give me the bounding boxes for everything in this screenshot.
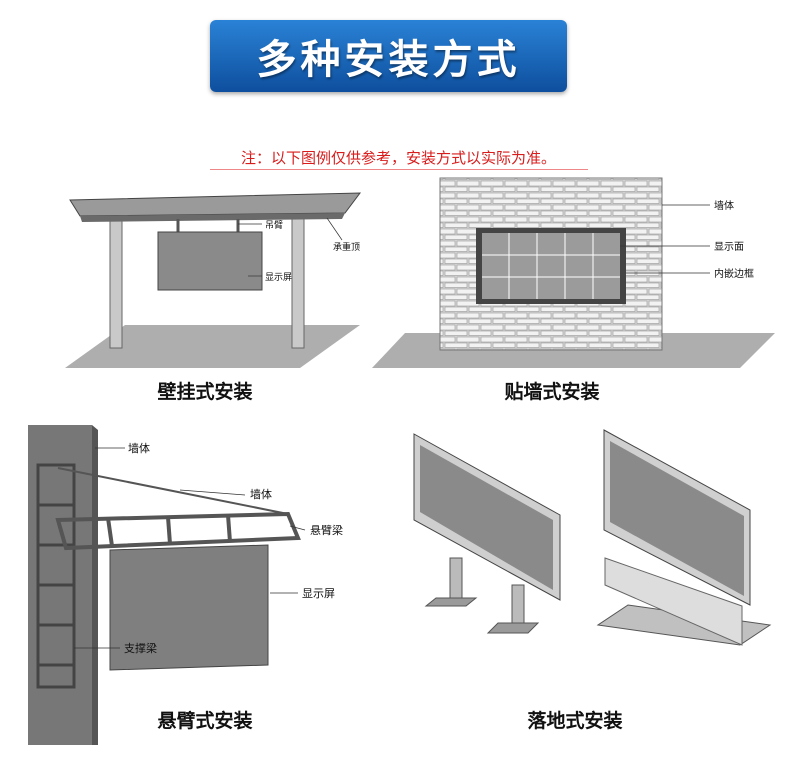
screen-right xyxy=(610,441,744,596)
caption-floor-stand: 落地式安装 xyxy=(527,710,623,732)
caption-wall-mount: 壁挂式安装 xyxy=(157,381,253,403)
ground-plane xyxy=(65,325,360,368)
label-screen: 显示屏 xyxy=(302,587,335,600)
flush-wall-illustration: 墙体 显示面 内嵌边框 xyxy=(372,177,775,368)
label-support: 支撑梁 xyxy=(124,641,157,655)
title-banner: 多种安装方式 xyxy=(210,20,567,92)
label-wall: 墙体 xyxy=(714,199,734,212)
screen-grid xyxy=(482,233,620,299)
label-roof: 承重顶 xyxy=(333,241,360,253)
label-screen: 显示屏 xyxy=(265,272,292,283)
label-cantilever: 悬臂梁 xyxy=(310,523,343,537)
label-wall-2: 墙体 xyxy=(250,487,272,501)
cantilever-illustration: 墙体 墙体 悬臂梁 显示屏 支撑梁 xyxy=(28,425,343,745)
floor-stand-illustration xyxy=(413,429,772,646)
pillar-left xyxy=(109,209,123,349)
page-title: 多种安装方式 xyxy=(256,36,521,83)
label-arm: 吊臂 xyxy=(265,219,283,231)
note-underline xyxy=(210,169,588,170)
caption-flush-wall: 贴墙式安装 xyxy=(504,381,600,403)
pedestal-right xyxy=(604,557,743,646)
label-wall: 墙体 xyxy=(128,441,150,455)
note-text: 注：以下图例仅供参考，安装方式以实际为准。 xyxy=(240,149,556,167)
support-frame xyxy=(36,463,76,689)
roof xyxy=(69,192,362,217)
cantilever-beam xyxy=(55,467,301,551)
screen-left xyxy=(420,445,553,590)
screen xyxy=(157,231,263,291)
screen xyxy=(109,544,269,671)
label-screen: 显示面 xyxy=(714,241,744,253)
roof-edge xyxy=(80,213,345,222)
wall-mount-illustration: 吊臂 显示屏 承重顶 xyxy=(65,192,362,368)
label-frame: 内嵌边框 xyxy=(714,267,754,280)
caption-cantilever: 悬臂式安装 xyxy=(157,710,253,732)
pillar-right xyxy=(291,209,305,349)
